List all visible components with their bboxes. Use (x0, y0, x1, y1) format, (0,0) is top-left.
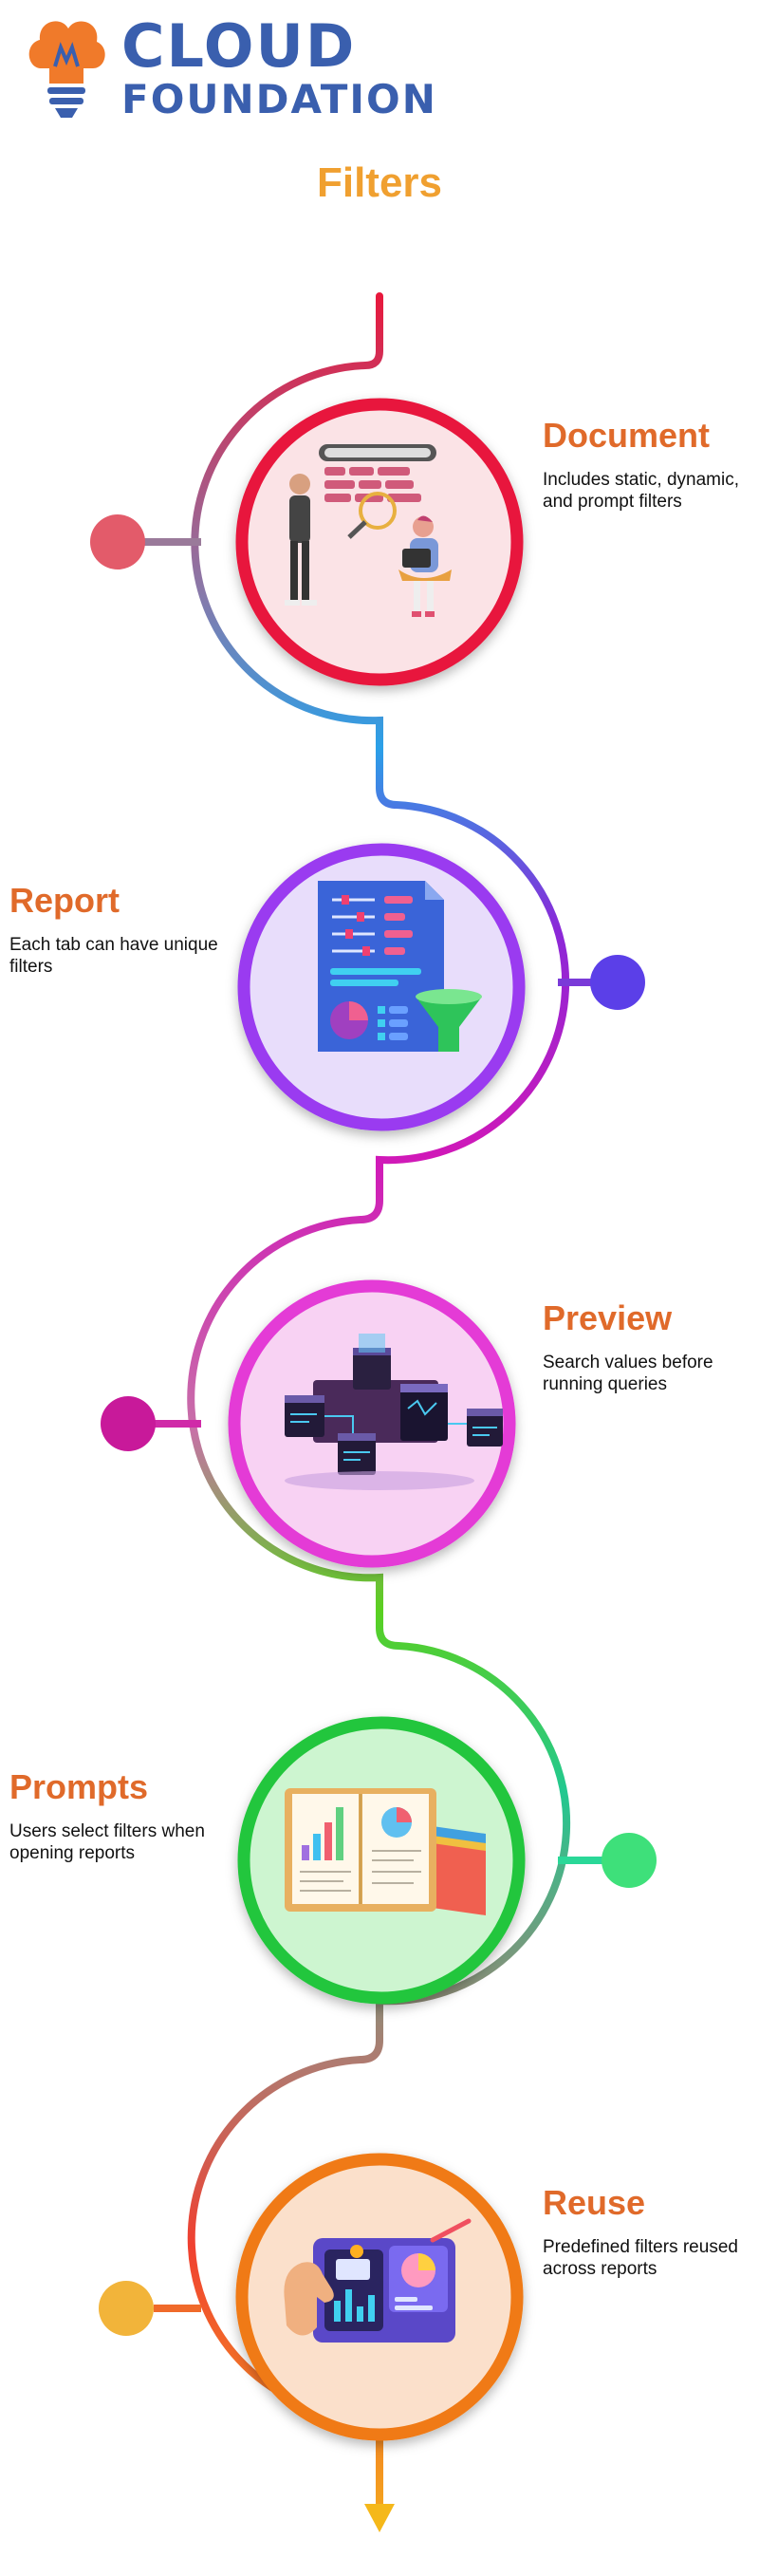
dot-preview (101, 1396, 156, 1451)
connector-document (90, 514, 201, 569)
connector-preview (101, 1396, 201, 1451)
brand-logo: CLOUD FOUNDATION (23, 9, 459, 123)
dot-report (590, 955, 645, 1010)
step-desc-report: Each tab can have unique filters (9, 935, 218, 977)
brand-name-line2: FOUNDATION (121, 76, 437, 122)
dashboard-hand-icon (284, 2218, 472, 2343)
step-title-report: Report (9, 881, 120, 920)
brand-name-line1: CLOUD (121, 11, 357, 81)
book-charts-icon (285, 1788, 486, 1915)
step-title-reuse: Reuse (543, 2183, 646, 2222)
filter-search-people-icon (285, 444, 452, 617)
step-title-preview: Preview (543, 1298, 673, 1337)
dot-prompts (602, 1833, 657, 1888)
arrow-down-icon (364, 2504, 395, 2532)
connector-reuse (99, 2281, 201, 2336)
dot-reuse (99, 2281, 154, 2336)
step-title-document: Document (543, 416, 711, 455)
step-title-prompts: Prompts (9, 1767, 149, 1806)
step-desc-reuse: Predefined filters reused across reports (543, 2237, 738, 2279)
report-funnel-icon (318, 881, 482, 1052)
connector-prompts (558, 1833, 657, 1888)
connector-report (558, 955, 645, 1010)
step-desc-prompts: Users select filters when opening report… (9, 1821, 205, 1863)
page-title: Filters (316, 159, 443, 206)
flow-path (187, 292, 571, 2510)
circle-document (235, 398, 524, 686)
lightbulb-cloud-icon (28, 21, 105, 118)
server-cubes-icon (285, 1334, 503, 1490)
step-desc-document: Includes static, dynamic, and prompt fil… (543, 470, 739, 512)
step-desc-preview: Search values before running queries (543, 1353, 713, 1394)
dot-document (90, 514, 145, 569)
